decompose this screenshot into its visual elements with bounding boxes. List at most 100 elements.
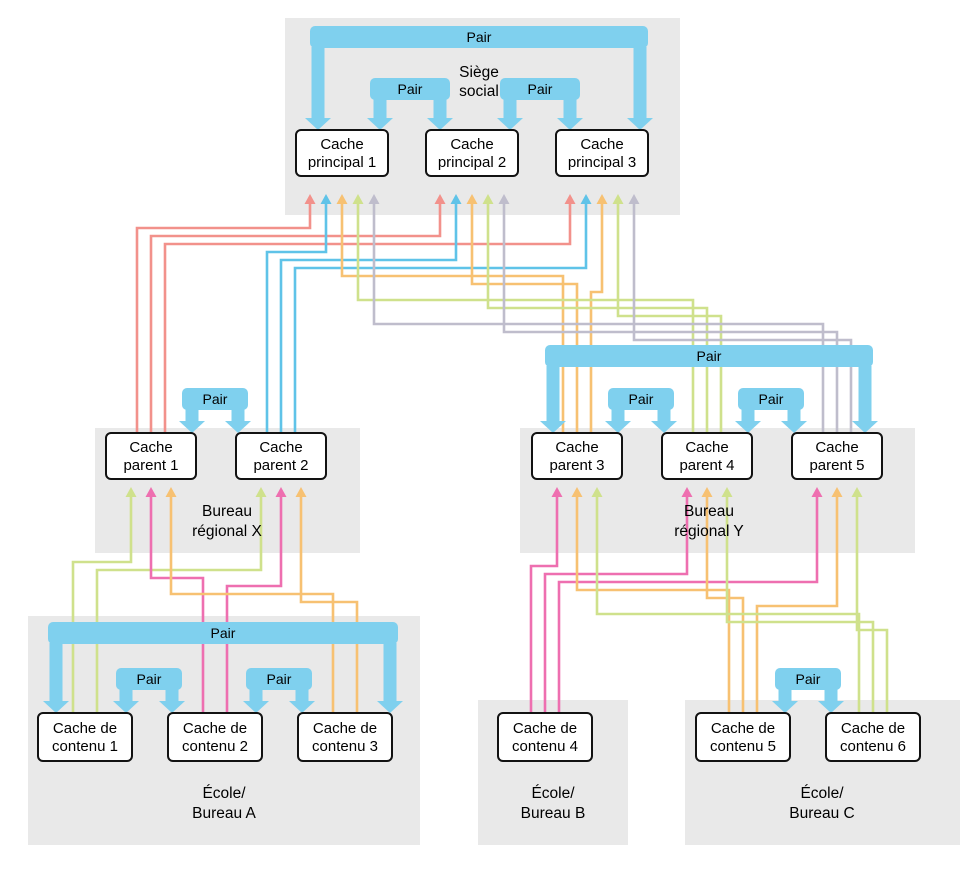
arrowhead-up <box>145 487 157 497</box>
arrow-line <box>755 496 839 713</box>
arrow-line <box>502 203 839 433</box>
pair-drop <box>249 689 263 701</box>
pair-arrowhead-down <box>540 421 566 433</box>
node-label-line-1: Cache <box>129 439 172 456</box>
node-label-line-1: Cache de <box>183 720 247 737</box>
pair-label: Pair <box>211 625 236 641</box>
arrow-cache-parent-4-to-cache-principal-3 <box>612 194 723 433</box>
node-box <box>531 432 623 480</box>
node-label-line-2: parent 5 <box>809 457 864 474</box>
pair-label: Pair <box>203 391 228 407</box>
pair-label: Pair <box>467 29 492 45</box>
arrow-line <box>616 203 723 433</box>
arrow-cache-contenu-6-to-cache-parent-4 <box>721 487 875 713</box>
arrow-line <box>225 496 283 713</box>
pair-label: Pair <box>267 671 292 687</box>
arrow-cache-parent-4-to-cache-principal-2 <box>482 194 709 433</box>
arrowhead-up <box>701 487 713 497</box>
node-box <box>295 129 389 177</box>
pair-arrowhead-down <box>225 421 251 433</box>
region-label-line-2: régional Y <box>674 523 744 540</box>
pair-drop <box>657 409 671 421</box>
arrow-line <box>163 203 572 433</box>
pair-arrowhead-down <box>367 118 393 130</box>
region-siege-social <box>285 18 680 215</box>
arrow-line <box>632 203 853 433</box>
pair-connector-cache-contenu-1-cache-contenu-2: Pair <box>113 668 185 713</box>
node-box <box>235 432 327 480</box>
arrow-cache-contenu-5-to-cache-parent-3 <box>571 487 731 713</box>
pair-label: Pair <box>697 348 722 364</box>
arrow-cache-contenu-5-to-cache-parent-4 <box>701 487 745 713</box>
arrow-cache-parent-2-to-cache-principal-3 <box>293 194 592 433</box>
node-label-line-2: principal 2 <box>438 154 506 171</box>
pair-arrowhead-down <box>772 701 798 713</box>
pair-connector-cache-parent-3-cache-parent-5: Pair <box>540 345 878 433</box>
pair-connector-cache-principal-1-cache-principal-3: Pair <box>305 26 653 130</box>
arrow-line <box>529 496 559 713</box>
arrow-cache-contenu-4-to-cache-parent-5 <box>557 487 823 713</box>
region-label-line-2: régional X <box>192 523 262 540</box>
node-label-line-1: Cache de <box>53 720 117 737</box>
node-label-line-2: contenu 3 <box>312 738 378 755</box>
arrowhead-up <box>591 487 603 497</box>
region-label-line-1: École/ <box>531 785 575 802</box>
arrowhead-up <box>336 194 348 204</box>
node-label-line-1: Cache de <box>711 720 775 737</box>
pair-drop <box>185 409 199 421</box>
node-label-line-2: contenu 1 <box>52 738 118 755</box>
pair-label: Pair <box>629 391 654 407</box>
pair-chip <box>500 78 580 100</box>
pair-arrowhead-down <box>735 421 761 433</box>
arrow-line <box>372 203 825 433</box>
arrow-cache-parent-2-to-cache-principal-2 <box>279 194 462 433</box>
pair-drop <box>295 689 309 701</box>
pair-bar <box>48 622 398 644</box>
pair-arrowhead-down <box>557 118 583 130</box>
node-label-line-1: Cache <box>320 136 363 153</box>
node-label-line-1: Cache de <box>513 720 577 737</box>
arrow-cache-parent-1-to-cache-principal-2 <box>149 194 446 433</box>
arrowhead-up <box>320 194 332 204</box>
pair-arrowhead-down <box>605 421 631 433</box>
pair-arrowhead-down <box>818 701 844 713</box>
arrowhead-up <box>551 487 563 497</box>
pair-arrowhead-down <box>781 421 807 433</box>
arrowhead-up <box>295 487 307 497</box>
arrow-line <box>279 203 458 433</box>
node-label-line-2: principal 1 <box>308 154 376 171</box>
pair-drop <box>231 409 245 421</box>
node-label-line-1: Cache de <box>313 720 377 737</box>
node-label-line-1: Cache <box>450 136 493 153</box>
node-box <box>425 129 519 177</box>
node-label-line-2: parent 4 <box>679 457 734 474</box>
pair-connector-cache-principal-1-cache-principal-2: Pair <box>367 78 453 130</box>
region-label-line-1: École/ <box>800 785 844 802</box>
pair-arrowhead-down <box>179 421 205 433</box>
region-label-line-2: Bureau C <box>789 805 854 822</box>
pair-drop <box>373 99 387 118</box>
arrowhead-up <box>352 194 364 204</box>
arrow-cache-contenu-6-to-cache-parent-5 <box>851 487 889 713</box>
arrow-cache-contenu-4-to-cache-parent-4 <box>543 487 693 713</box>
pair-drop <box>119 689 133 701</box>
arrowhead-up <box>564 194 576 204</box>
pair-chip <box>182 388 248 410</box>
arrowhead-up <box>628 194 640 204</box>
pair-arrowhead-down <box>427 118 453 130</box>
pair-bar <box>310 26 648 48</box>
arrowhead-up <box>482 194 494 204</box>
pair-arrowhead-down <box>289 701 315 713</box>
pair-chip <box>775 668 841 690</box>
node-label-line-2: contenu 4 <box>512 738 578 755</box>
pair-drop <box>611 409 625 421</box>
